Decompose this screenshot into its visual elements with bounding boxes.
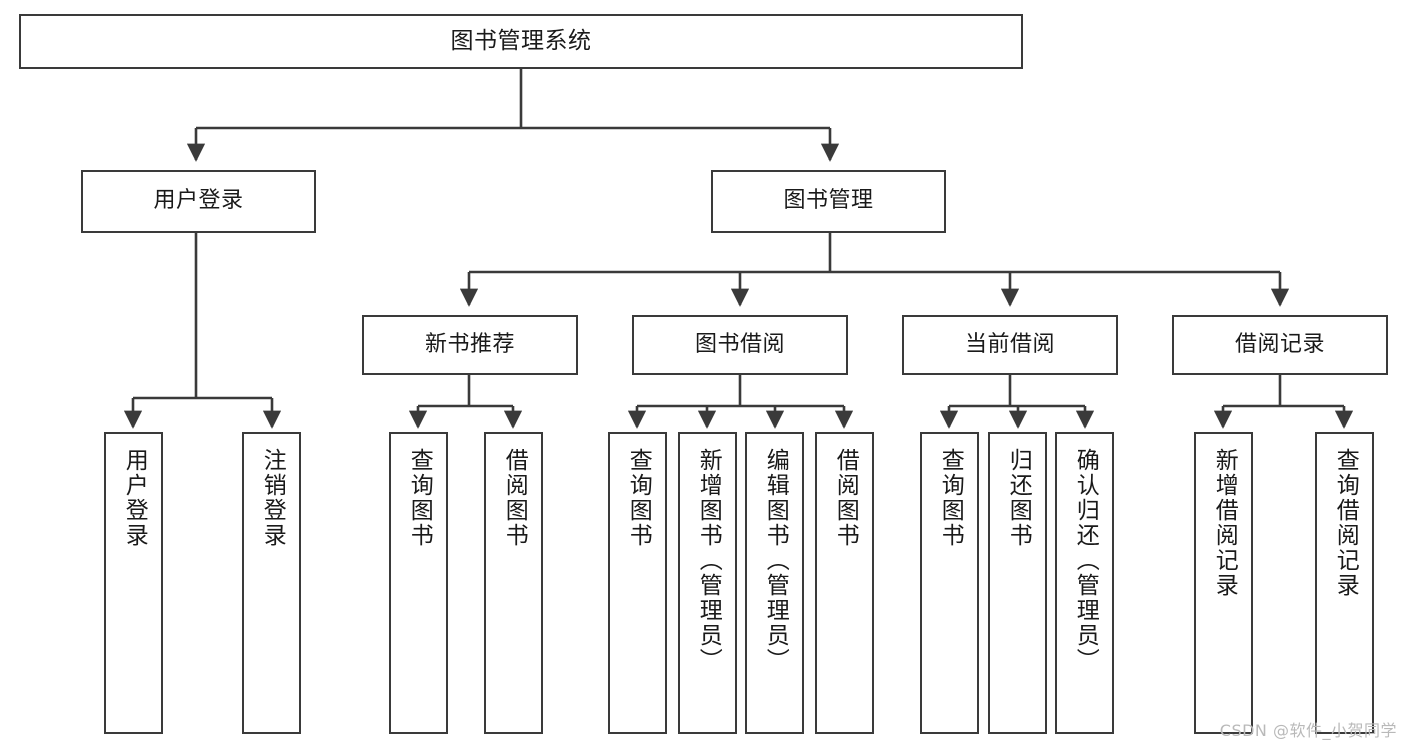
node-label: 借阅图书 <box>501 448 528 548</box>
node-label: 查询图书 <box>937 448 964 548</box>
leaf-new-book-borrow-book[interactable]: 借阅图书 <box>484 432 543 734</box>
node-book-management[interactable]: 图书管理 <box>711 170 946 233</box>
node-new-book-recommend[interactable]: 新书推荐 <box>362 315 578 375</box>
node-user-login[interactable]: 用户登录 <box>81 170 316 233</box>
leaf-book-borrow-query-book[interactable]: 查询图书 <box>608 432 667 734</box>
node-current-borrow[interactable]: 当前借阅 <box>902 315 1118 375</box>
leaf-user-login-logout[interactable]: 注销登录 <box>242 432 301 734</box>
leaf-current-borrow-query-book[interactable]: 查询图书 <box>920 432 979 734</box>
node-label: 新书推荐 <box>424 331 515 357</box>
leaf-borrow-record-add-record[interactable]: 新增借阅记录 <box>1194 432 1253 734</box>
node-label: 查询借阅记录 <box>1332 448 1359 598</box>
leaf-book-borrow-borrow-book[interactable]: 借阅图书 <box>815 432 874 734</box>
node-label: 借阅图书 <box>832 448 859 548</box>
leaf-new-book-query-book[interactable]: 查询图书 <box>389 432 448 734</box>
node-label: 编辑图书（管理员） <box>762 448 789 673</box>
leaf-current-borrow-confirm-return-admin[interactable]: 确认归还（管理员） <box>1055 432 1114 734</box>
node-book-borrow[interactable]: 图书借阅 <box>632 315 848 375</box>
leaf-book-borrow-add-book-admin[interactable]: 新增图书（管理员） <box>678 432 737 734</box>
node-label: 新增借阅记录 <box>1211 448 1238 598</box>
leaf-borrow-record-query-record[interactable]: 查询借阅记录 <box>1315 432 1374 734</box>
node-label: 图书借阅 <box>694 331 785 357</box>
watermark-text: CSDN @软件_小贺同学 <box>1219 721 1397 740</box>
node-label: 当前借阅 <box>964 331 1055 357</box>
leaf-current-borrow-return-book[interactable]: 归还图书 <box>988 432 1047 734</box>
node-label: 借阅记录 <box>1234 331 1325 357</box>
leaf-book-borrow-edit-book-admin[interactable]: 编辑图书（管理员） <box>745 432 804 734</box>
node-borrow-record[interactable]: 借阅记录 <box>1172 315 1388 375</box>
node-label: 查询图书 <box>406 448 433 548</box>
node-label: 确认归还（管理员） <box>1072 448 1099 673</box>
node-label: 新增图书（管理员） <box>695 448 722 673</box>
node-label: 图书管理系统 <box>450 27 592 54</box>
node-label: 用户登录 <box>121 448 148 548</box>
node-label: 归还图书 <box>1005 448 1032 548</box>
node-label: 图书管理 <box>783 188 874 214</box>
node-label: 注销登录 <box>259 448 286 548</box>
node-label: 用户登录 <box>153 188 244 214</box>
node-label: 查询图书 <box>625 448 652 548</box>
leaf-user-login-user-login[interactable]: 用户登录 <box>104 432 163 734</box>
node-root-book-management-system[interactable]: 图书管理系统 <box>19 14 1023 69</box>
